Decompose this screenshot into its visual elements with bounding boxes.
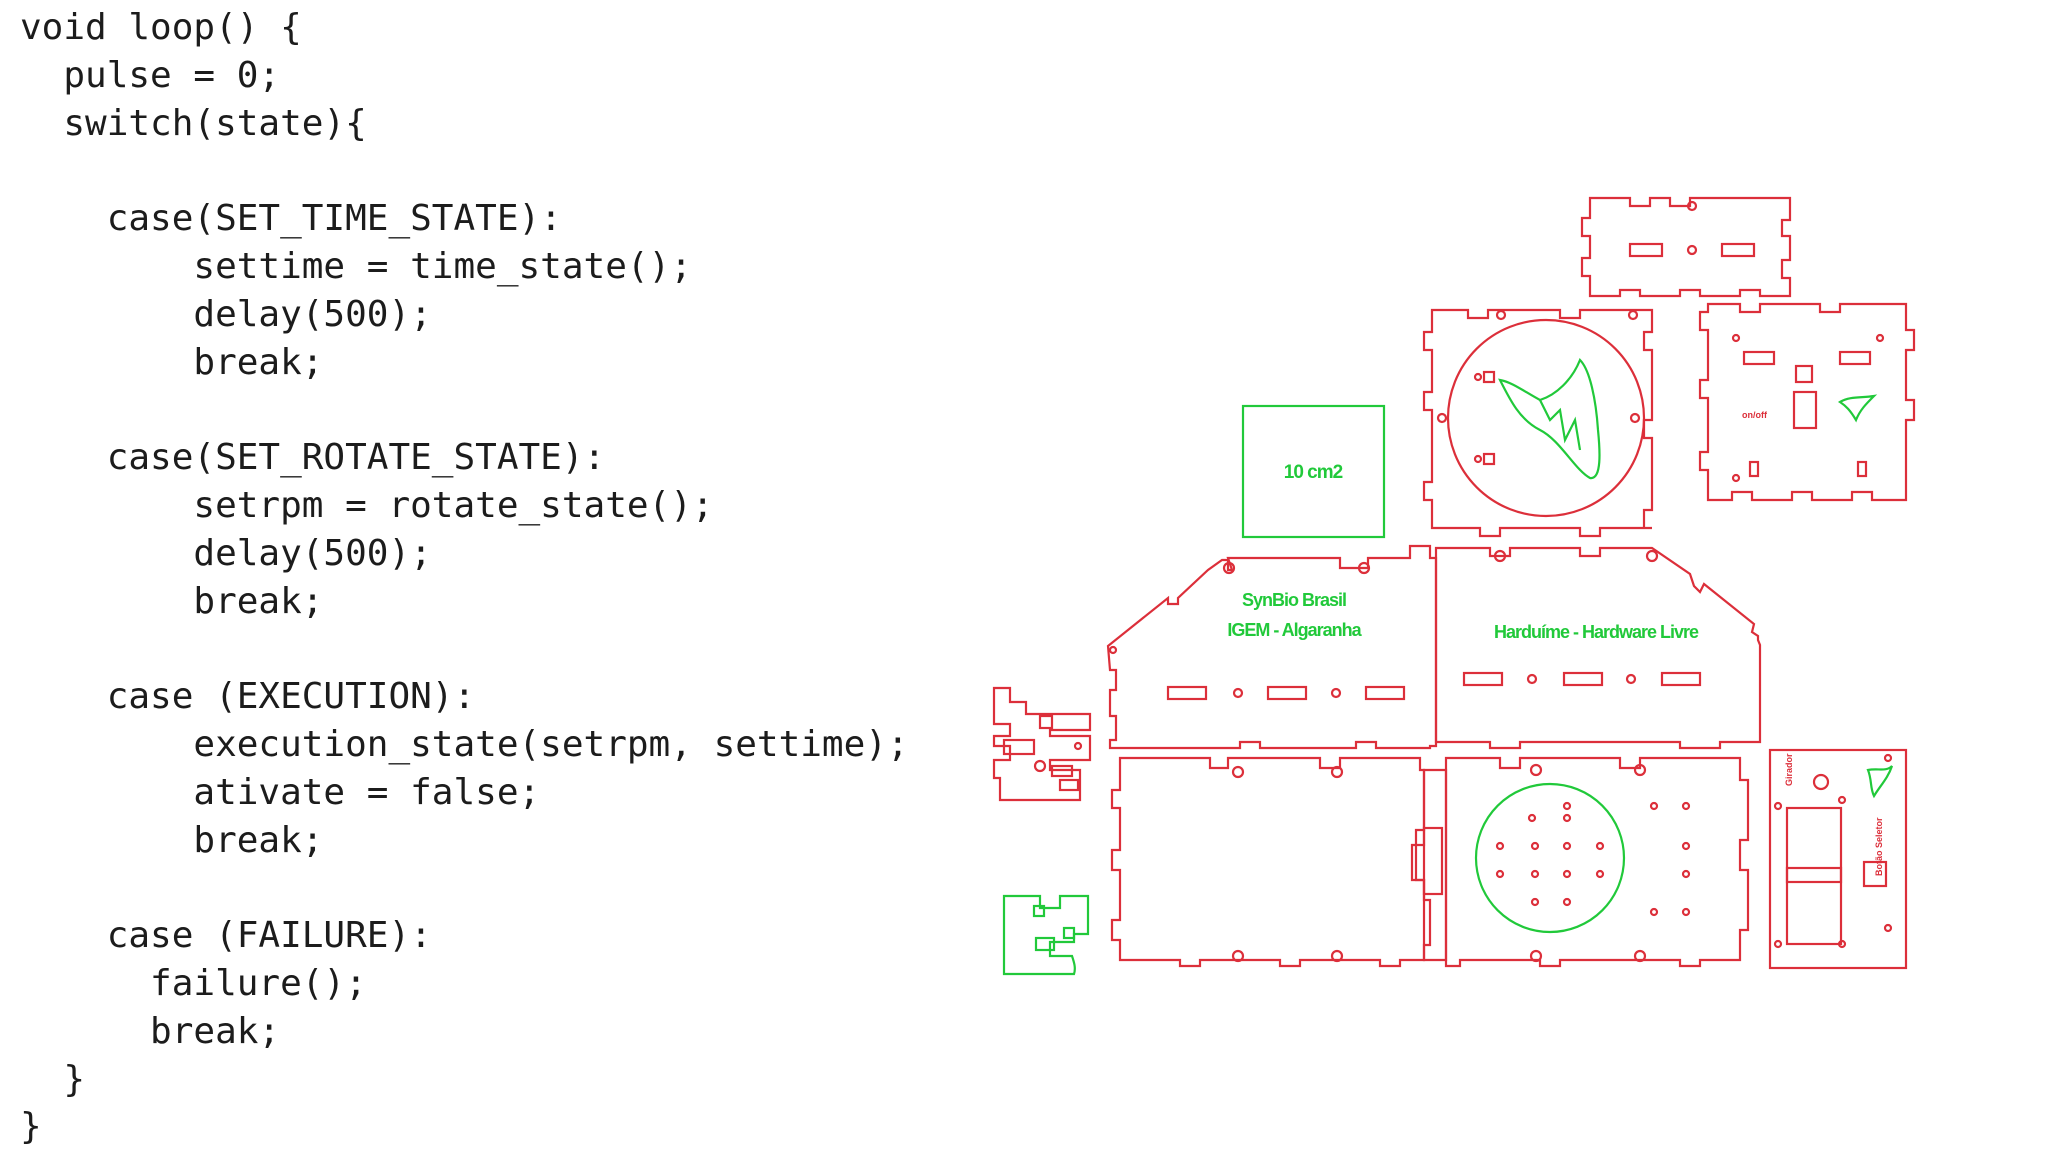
code-line: void loop() {	[20, 7, 302, 48]
laser-cut-drawing: on/off 10 cm2 SynBio Brasil IGEM - Algar…	[992, 196, 1916, 976]
code-line: case (EXECUTION):	[20, 676, 476, 718]
brand-line-2: IGEM - Algaranha	[1227, 620, 1362, 640]
control-plate: on/off	[1698, 302, 1916, 502]
code-line: failure();	[20, 962, 367, 1004]
code-line	[20, 625, 909, 673]
calibration-label: 10 cm2	[1284, 462, 1343, 483]
code-line: case(SET_TIME_STATE):	[20, 198, 562, 240]
code-line: break;	[20, 819, 324, 861]
small-green-tag	[1002, 894, 1090, 976]
code-line	[20, 147, 909, 195]
brand-panel: SynBio Brasil IGEM - Algaranha	[1106, 544, 1438, 750]
hardware-label: Harduíme - Hardware Livre	[1494, 622, 1699, 642]
power-switch-label: on/off	[1742, 410, 1768, 420]
code-line: }	[20, 1058, 86, 1100]
top-plate	[1580, 196, 1792, 298]
code-line: ativate = false;	[20, 771, 541, 813]
code-line: case (FAILURE):	[20, 915, 432, 957]
small-bracket	[992, 686, 1092, 802]
calibration-square: 10 cm2	[1241, 404, 1386, 539]
code-line: setrpm = rotate_state();	[20, 484, 714, 526]
code-line: pulse = 0;	[20, 54, 281, 96]
code-line: break;	[20, 580, 324, 622]
base-panel-left	[1110, 756, 1426, 968]
base-panel-right	[1444, 756, 1750, 968]
code-line: execution_state(setrpm, settime);	[20, 723, 909, 765]
rotator-plate	[1422, 308, 1654, 538]
side-label-top: Girador	[1784, 753, 1794, 786]
code-line: delay(500);	[20, 293, 432, 335]
code-listing: void loop() { pulse = 0; switch(state){ …	[20, 4, 909, 1151]
center-connector	[1410, 768, 1448, 962]
code-line: break;	[20, 341, 324, 383]
code-line: switch(state){	[20, 102, 367, 144]
code-line: }	[20, 1106, 42, 1148]
code-line	[20, 864, 909, 912]
code-line	[20, 386, 909, 434]
code-line: delay(500);	[20, 532, 432, 574]
code-line: case(SET_ROTATE_STATE):	[20, 437, 606, 479]
side-board: Girador Botão Seletor	[1768, 748, 1908, 970]
code-line: settime = time_state();	[20, 245, 692, 287]
hole-grid	[1495, 801, 1691, 917]
hardware-panel: Harduíme - Hardware Livre	[1434, 546, 1762, 750]
code-line: break;	[20, 1010, 281, 1052]
side-label-bottom: Botão Seletor	[1874, 817, 1884, 876]
brand-line-1: SynBio Brasil	[1242, 590, 1346, 610]
